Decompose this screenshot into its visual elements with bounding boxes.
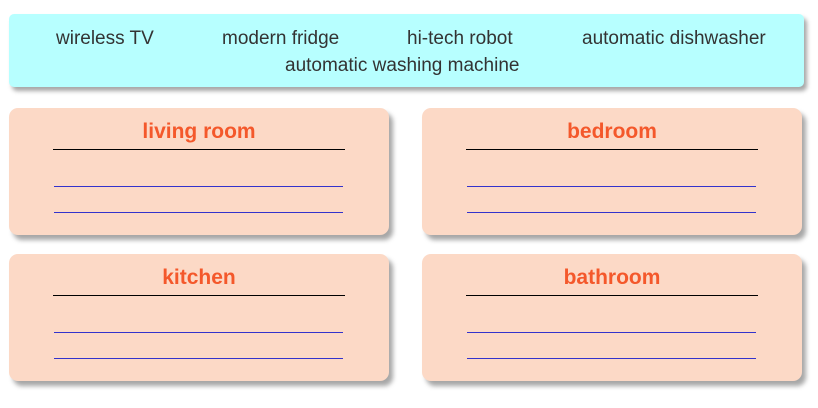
title-underline [53,149,345,150]
word-tile-automatic-washing-machine[interactable]: automatic washing machine [285,55,520,76]
category-title: bedroom [567,120,657,143]
title-underline [53,295,345,296]
word-tile-modern-fridge[interactable]: modern fridge [222,28,340,49]
answer-line[interactable] [467,358,756,359]
category-card-bedroom[interactable]: bedroom [422,108,802,235]
category-card-bathroom[interactable]: bathroom [422,254,802,381]
answer-line[interactable] [54,358,343,359]
category-title: bathroom [563,266,661,289]
category-card-living-room[interactable]: living room [9,108,389,235]
answer-line[interactable] [54,212,343,213]
answer-line[interactable] [467,212,756,213]
category-title: kitchen [162,266,236,289]
category-title: living room [142,120,256,143]
title-underline [466,295,758,296]
word-tile-hi-tech-robot[interactable]: hi-tech robot [407,28,513,49]
answer-line[interactable] [467,332,756,333]
answer-line[interactable] [467,186,756,187]
word-tile-automatic-dishwasher[interactable]: automatic dishwasher [582,28,766,49]
title-underline [466,149,758,150]
word-bank: wireless TV modern fridge hi-tech robot … [9,14,804,87]
answer-line[interactable] [54,332,343,333]
category-card-kitchen[interactable]: kitchen [9,254,389,381]
word-tile-wireless-tv[interactable]: wireless TV [56,28,154,49]
answer-line[interactable] [54,186,343,187]
